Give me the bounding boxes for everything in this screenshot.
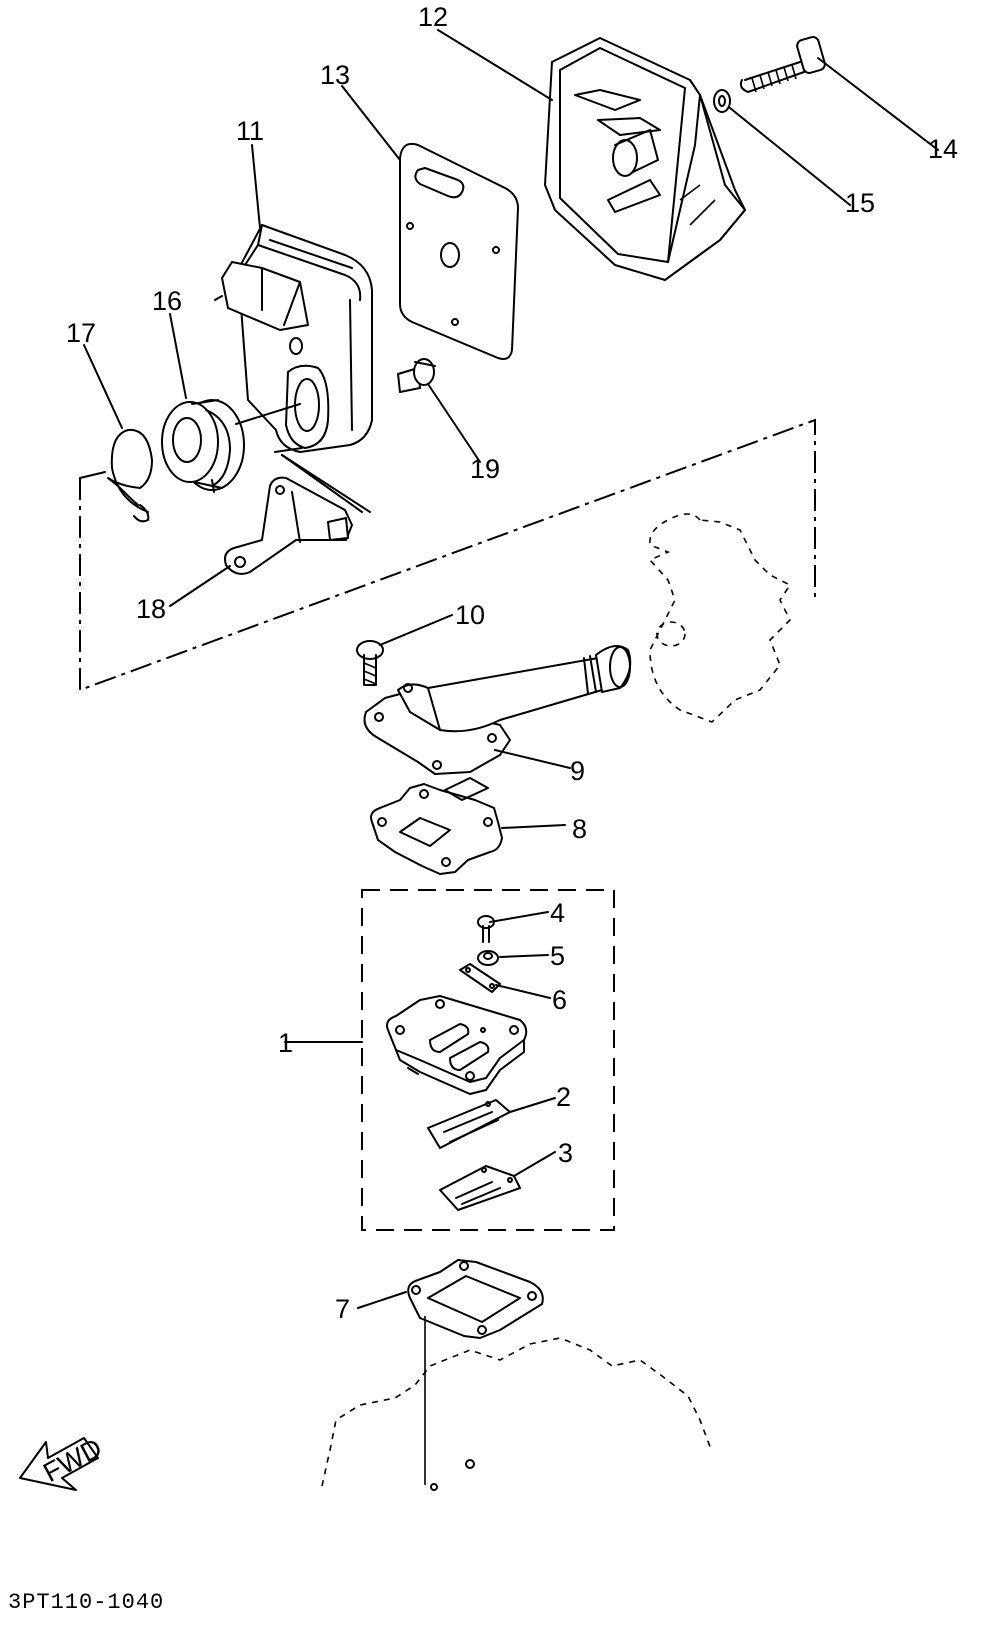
part-6-plate <box>459 963 501 993</box>
callout-10: 10 <box>455 600 485 630</box>
part-5-washer <box>477 950 499 966</box>
part-10-screw <box>356 640 384 686</box>
callout-19: 19 <box>470 454 500 484</box>
part-12-case <box>544 37 746 281</box>
callout-9: 9 <box>570 756 585 786</box>
part-19-screw <box>397 358 436 393</box>
callout-8: 8 <box>572 814 587 844</box>
part-2-reed <box>427 1099 511 1149</box>
callout-16: 16 <box>152 286 182 316</box>
part-18-bracket <box>224 476 353 575</box>
callout-7: 7 <box>335 1294 350 1324</box>
part-1-group-box <box>361 889 615 1231</box>
callout-numbers: 12 13 11 14 15 16 17 19 18 10 9 8 4 5 6 … <box>66 2 958 1324</box>
part-17-clip <box>107 428 153 523</box>
callout-1: 1 <box>278 1028 293 1058</box>
engine-outline-lower <box>321 1316 713 1491</box>
fwd-direction-arrow: FWD <box>19 1433 107 1491</box>
part-14-bolt <box>739 36 826 93</box>
callout-17: 17 <box>66 318 96 348</box>
part-13-element <box>399 142 519 360</box>
leader-lines <box>83 29 939 1309</box>
assembly-reference-frame <box>79 418 816 692</box>
part-3-stopper <box>439 1165 521 1211</box>
callout-12: 12 <box>418 2 448 32</box>
part-9-manifold <box>363 645 632 775</box>
callout-15: 15 <box>845 188 875 218</box>
callout-3: 3 <box>558 1138 573 1168</box>
callout-18: 18 <box>136 594 166 624</box>
callout-5: 5 <box>550 941 565 971</box>
callout-14: 14 <box>928 134 958 164</box>
callout-4: 4 <box>550 898 565 928</box>
part-1-reed-valve <box>386 995 528 1095</box>
engine-outline-upper <box>648 513 792 723</box>
part-11-airbox <box>214 224 373 453</box>
callout-13: 13 <box>320 60 350 90</box>
callout-11: 11 <box>236 116 264 146</box>
part-8-gasket <box>370 777 503 875</box>
part-4-screw <box>477 915 495 943</box>
part-15-washer <box>713 89 731 113</box>
part-7-gasket <box>407 1259 544 1339</box>
callout-2: 2 <box>556 1082 571 1112</box>
part-16-joint <box>161 399 245 493</box>
fwd-label: FWD <box>38 1433 106 1488</box>
diagram-part-code: 3PT110-1040 <box>8 1590 165 1615</box>
callout-6: 6 <box>552 985 567 1015</box>
